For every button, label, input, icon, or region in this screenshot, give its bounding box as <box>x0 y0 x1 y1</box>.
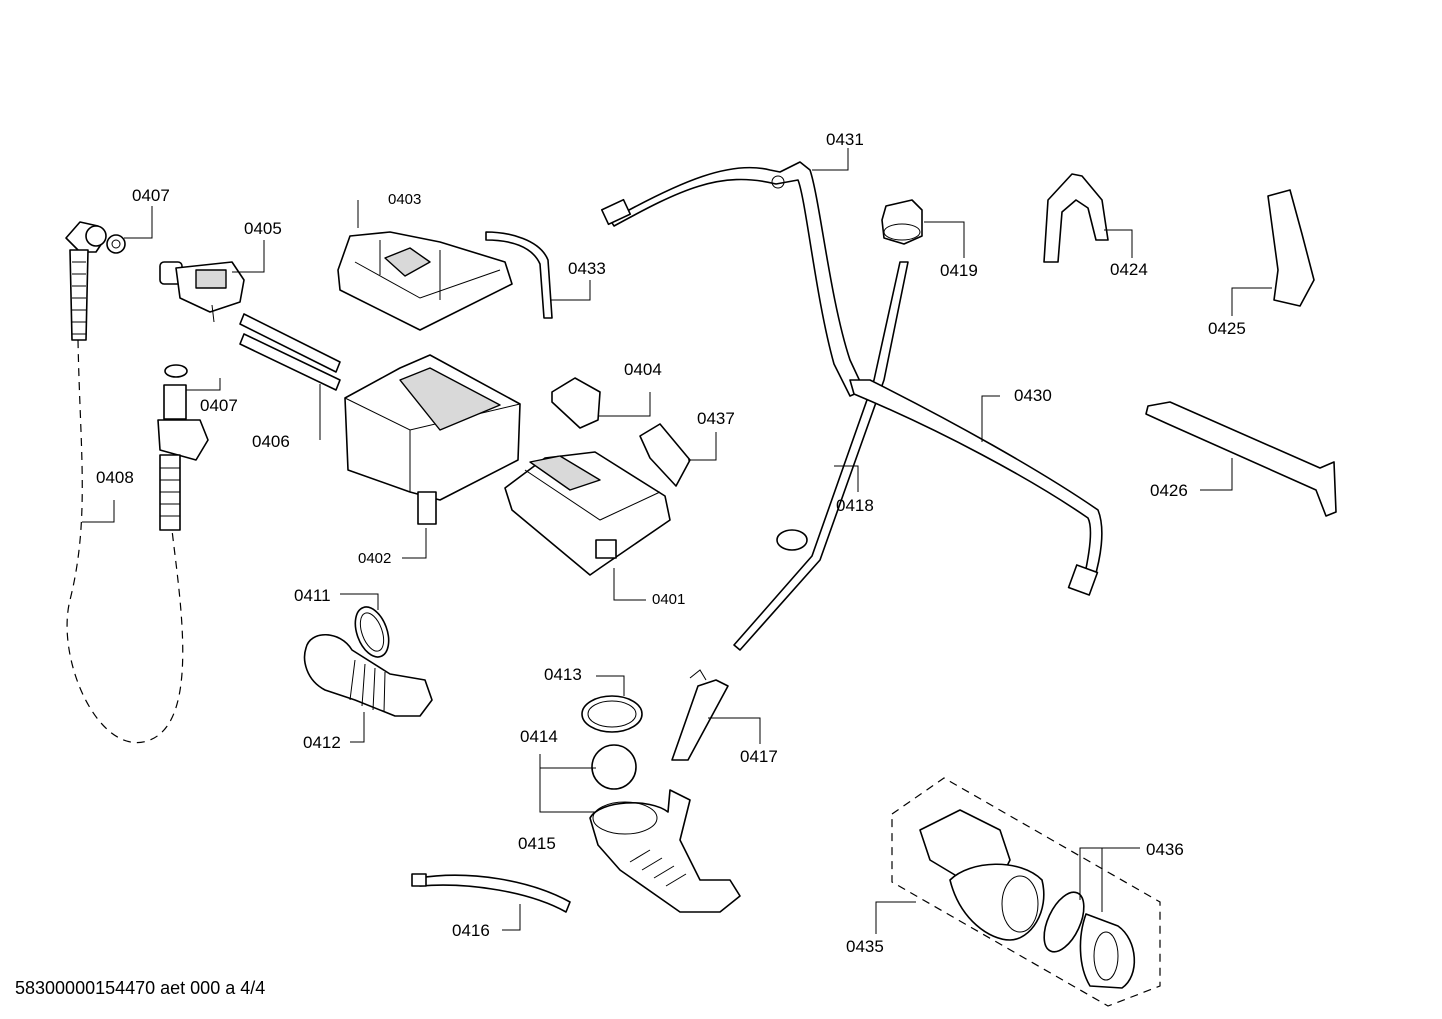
part-0403-dispenser-cover <box>337 231 553 331</box>
part-0413-ring <box>581 695 643 733</box>
label-0415: 0415 <box>518 834 556 853</box>
label-0413: 0413 <box>544 665 582 684</box>
part-0411-seal <box>354 606 390 658</box>
part-0419-switch-clip <box>881 199 923 245</box>
label-0414: 0414 <box>520 727 558 746</box>
part-0417-sensor <box>671 669 729 761</box>
leader-lines <box>82 148 1272 934</box>
label-0406: 0406 <box>252 432 290 451</box>
label-0424: 0424 <box>1110 260 1148 279</box>
label-0425: 0425 <box>1208 319 1246 338</box>
part-0435-drain-pump <box>891 777 1161 1007</box>
document-code: 58300000154470 aet 000 a 4/4 <box>15 978 266 998</box>
part-0404-siphon-insert <box>551 377 601 429</box>
label-0412: 0412 <box>303 733 341 752</box>
label-0403: 0403 <box>388 191 421 208</box>
part-0414-ball <box>591 744 637 790</box>
part-0412-bellows <box>303 634 433 717</box>
label-0418: 0418 <box>836 496 874 515</box>
label-0426: 0426 <box>1150 481 1188 500</box>
part-0406-tubes <box>239 313 341 391</box>
label-0411: 0411 <box>294 586 331 605</box>
part-0437-flap <box>639 423 691 487</box>
part-0426-rail <box>1145 401 1337 517</box>
label-0404: 0404 <box>624 360 662 379</box>
label-0407-bottom: 0407 <box>200 396 238 415</box>
label-0401: 0401 <box>652 591 685 608</box>
part-0416-hose <box>411 873 571 913</box>
label-0402: 0402 <box>358 550 391 567</box>
label-0435: 0435 <box>846 937 884 956</box>
part-0430-drain-hose <box>849 379 1103 596</box>
label-0416: 0416 <box>452 921 490 940</box>
label-0437: 0437 <box>697 409 735 428</box>
label-0419: 0419 <box>940 261 978 280</box>
part-0415-sump-hose <box>589 789 741 913</box>
part-0425-bracket <box>1267 189 1315 307</box>
part-0424-hose-clip <box>1043 173 1109 263</box>
part-0401-drawer <box>504 451 671 576</box>
label-0431: 0431 <box>826 130 864 149</box>
part-0408-inlet-hose <box>66 249 209 743</box>
part-0436-seal-and-filter <box>1043 891 1136 989</box>
label-0436: 0436 <box>1146 840 1184 859</box>
label-0407-top: 0407 <box>132 186 170 205</box>
part-0402-dispenser-housing <box>344 354 521 525</box>
label-0405: 0405 <box>244 219 282 238</box>
part-0407-inlet-elbow <box>65 221 126 254</box>
label-0408: 0408 <box>96 468 134 487</box>
label-0433: 0433 <box>568 259 606 278</box>
label-0430: 0430 <box>1014 386 1052 405</box>
part-0405-inlet-valve <box>159 261 245 323</box>
part-0418-pressure-hose <box>733 261 909 651</box>
label-0417: 0417 <box>740 747 778 766</box>
